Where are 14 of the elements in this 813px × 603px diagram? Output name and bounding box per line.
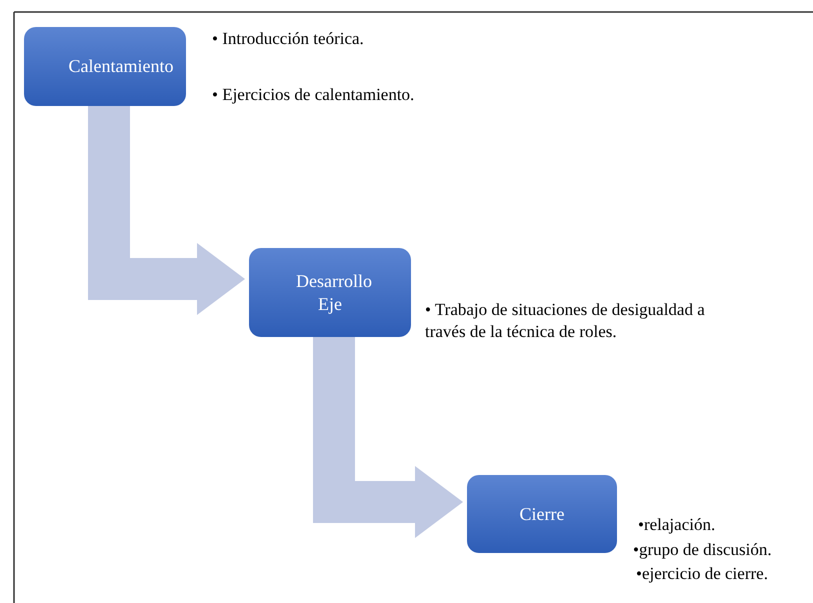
bullet-text: •ejercicio de cierre. <box>636 563 768 585</box>
process-box <box>249 248 411 337</box>
bullet-text: •relajación. <box>638 514 716 536</box>
bullet-text: • Introducción teórica. <box>212 28 364 50</box>
box-label: Cierre <box>520 502 564 526</box>
box-label: Desarrollo <box>295 270 372 292</box>
bullet-text: • Trabajo de situaciones de desigualdad a través de la técnica de roles. <box>425 299 706 344</box>
process-box <box>467 475 617 553</box>
bullet-text: • Ejercicios de calentamiento. <box>212 84 414 106</box>
bent-arrow <box>313 337 463 538</box>
process-box <box>24 27 186 106</box>
bullet-text: •grupo de discusión. <box>633 539 772 561</box>
box-label: Calentamiento <box>68 55 174 78</box>
box-label: Eje <box>318 292 342 315</box>
